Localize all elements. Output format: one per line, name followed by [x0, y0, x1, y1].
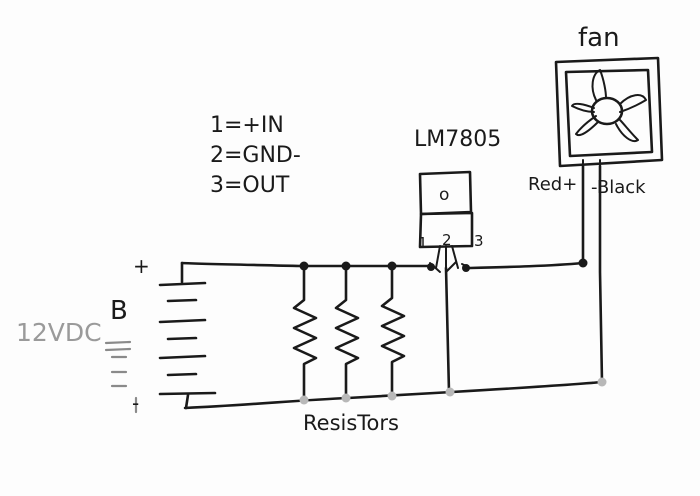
battery-symbol [158, 281, 217, 396]
fan-symbol [554, 56, 664, 168]
junction-dot [387, 391, 397, 401]
pin-legend-out: 3=OUT [210, 173, 290, 198]
pencil-battery-marks [104, 340, 138, 414]
pin-number-1: 1 [418, 234, 428, 252]
red-wire-label: Red+ [528, 174, 578, 195]
pin-number-2: 2 [442, 231, 452, 249]
resistor-3 [380, 264, 406, 398]
junction-dot [387, 261, 397, 271]
black-wire-label: -Black [591, 177, 646, 198]
regulator-tab-mark: o [439, 185, 450, 205]
ground-rail-wire [183, 380, 604, 410]
positive-rail-wire [180, 261, 432, 268]
fan-black-wire [598, 164, 604, 384]
pin-legend-in: 1=+IN [210, 113, 284, 138]
junction-dot [299, 395, 309, 405]
supply-minus-sign: - [132, 391, 140, 415]
resistors-label: ResisTors [303, 411, 399, 435]
junction-dot [341, 261, 351, 271]
battery-label: B [110, 296, 128, 326]
pin-number-3: 3 [474, 232, 484, 250]
junction-dot [578, 258, 588, 268]
resistor-2 [334, 264, 360, 400]
junction-dot [445, 387, 455, 397]
junction-dot [427, 263, 435, 271]
battery-bottom-lead [184, 393, 190, 410]
supply-plus-sign: + [133, 254, 150, 278]
fan-label: fan [578, 23, 620, 53]
regulator-ground-wire [444, 266, 451, 394]
supply-voltage-label: 12VDC [16, 318, 102, 347]
junction-dot [597, 377, 607, 387]
resistor-1 [292, 264, 318, 404]
junction-dot [462, 264, 470, 272]
output-wire [468, 261, 585, 270]
pin-legend-gnd: 2=GND- [210, 143, 301, 168]
junction-dot [341, 393, 351, 403]
junction-dot [299, 261, 309, 271]
regulator-label: LM7805 [414, 127, 502, 152]
